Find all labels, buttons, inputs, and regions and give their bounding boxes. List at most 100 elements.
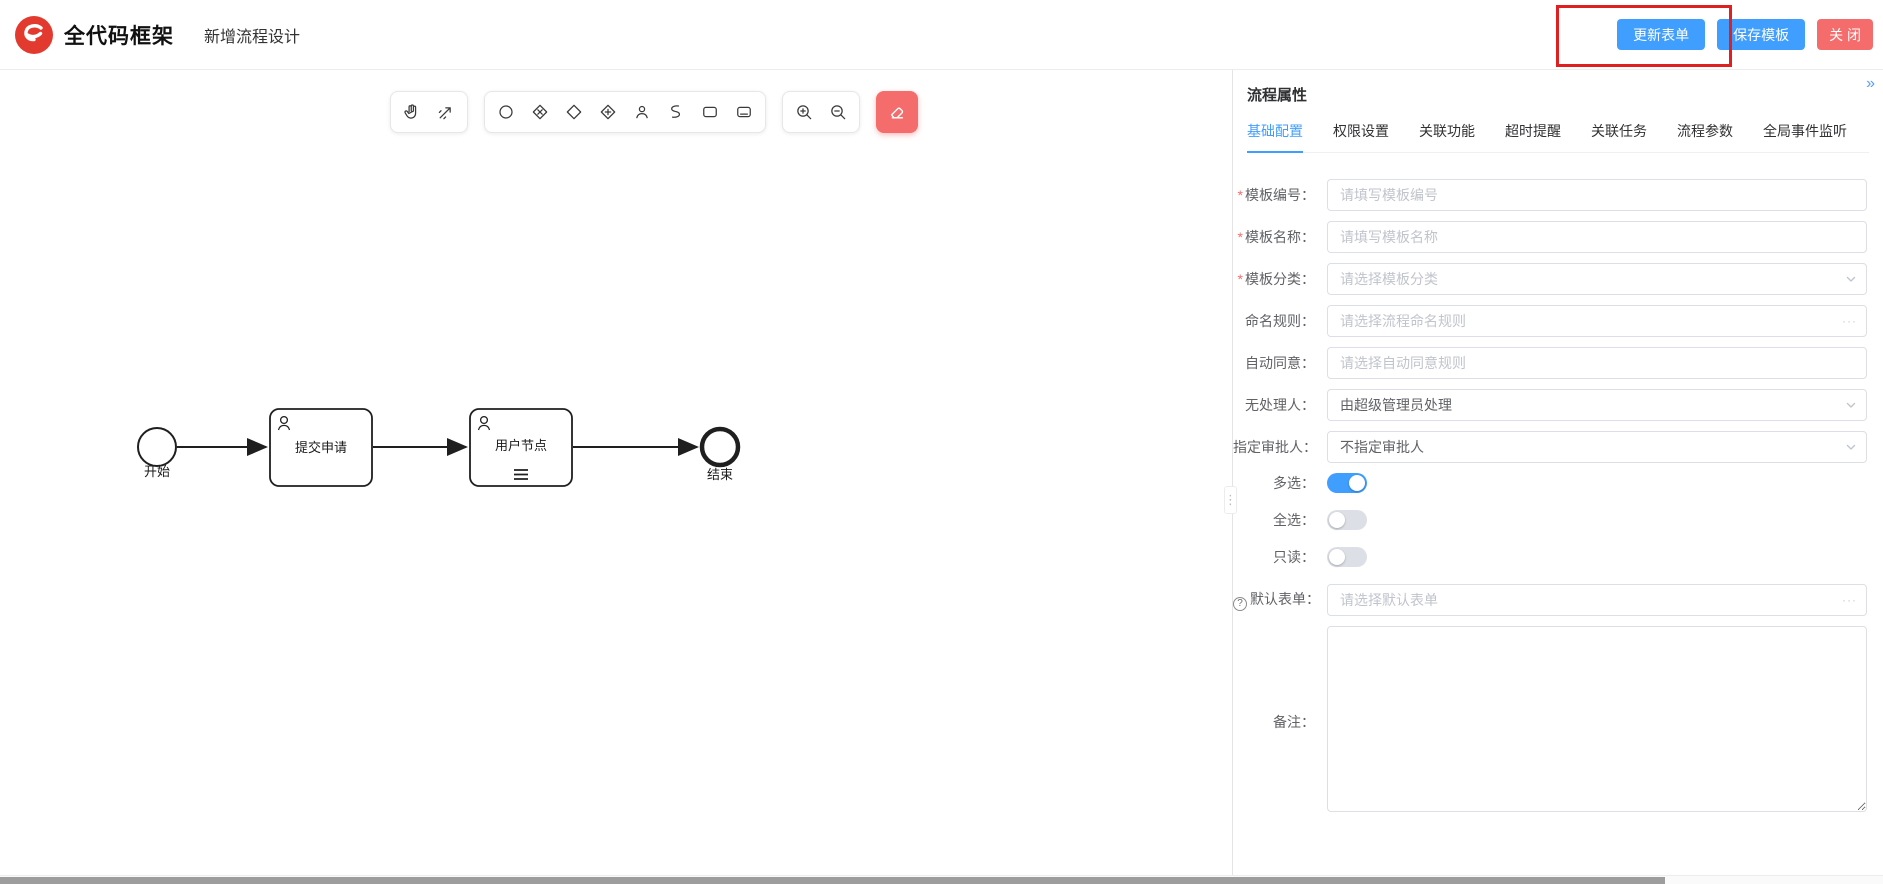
circle-icon bbox=[499, 105, 513, 119]
select-value: 由超级管理员处理 bbox=[1340, 397, 1452, 413]
user-task-node[interactable]: 提交申请 bbox=[269, 408, 373, 487]
template-category-label: *模板分类： bbox=[1237, 271, 1315, 287]
horizontal-scrollbar bbox=[0, 875, 1883, 884]
user-icon bbox=[636, 105, 648, 119]
properties-panel: » 流程属性 基础配置 权限设置 关联功能 超时提醒 关联任务 流程参数 全局事… bbox=[1232, 70, 1883, 875]
switch-knob bbox=[1329, 512, 1345, 528]
multi-select-switch[interactable] bbox=[1327, 473, 1367, 493]
readonly-label: 只读： bbox=[1273, 549, 1315, 565]
no-handler-select[interactable]: 由超级管理员处理 bbox=[1327, 389, 1867, 421]
user-task-icon bbox=[477, 415, 491, 431]
help-icon: ? bbox=[1233, 596, 1247, 611]
script-icon bbox=[671, 105, 681, 118]
template-name-label: *模板名称： bbox=[1237, 229, 1315, 245]
template-name-input[interactable] bbox=[1327, 221, 1867, 253]
required-mark: * bbox=[1237, 229, 1243, 245]
subprocess-tool-button[interactable] bbox=[730, 97, 758, 127]
template-category-select[interactable]: 请选择模板分类 bbox=[1327, 263, 1867, 295]
toolbar-group-zoom bbox=[782, 91, 860, 133]
brand-logo-icon bbox=[15, 15, 53, 54]
exclusive-gateway-tool-button[interactable] bbox=[526, 97, 554, 127]
zoom-in-icon bbox=[797, 105, 812, 120]
chevron-down-icon bbox=[1846, 444, 1856, 450]
required-mark: * bbox=[1237, 187, 1243, 203]
tab-related-functions[interactable]: 关联功能 bbox=[1419, 123, 1475, 139]
update-form-button[interactable]: 更新表单 bbox=[1617, 19, 1706, 50]
remark-textarea[interactable] bbox=[1327, 626, 1867, 812]
zoom-in-button[interactable] bbox=[790, 97, 818, 127]
naming-rule-input[interactable] bbox=[1327, 305, 1867, 337]
node-label: 用户节点 bbox=[495, 438, 547, 453]
naming-rule-label: 命名规则： bbox=[1245, 313, 1315, 329]
subprocess-icon bbox=[737, 106, 751, 118]
hand-icon bbox=[404, 104, 417, 119]
template-code-label: *模板编号： bbox=[1237, 187, 1315, 203]
tab-timeout-reminder[interactable]: 超时提醒 bbox=[1505, 123, 1561, 139]
parallel-gateway-tool-button[interactable] bbox=[594, 97, 622, 127]
horizontal-scrollbar-thumb[interactable] bbox=[0, 877, 1665, 884]
x-gateway-icon bbox=[532, 104, 548, 120]
user-task-icon bbox=[277, 415, 291, 431]
assigned-approver-select[interactable]: 不指定审批人 bbox=[1327, 431, 1867, 463]
tab-global-event-listener[interactable]: 全局事件监听 bbox=[1763, 123, 1847, 139]
page-title: 新增流程设计 bbox=[204, 28, 301, 46]
connect-icon bbox=[438, 107, 451, 120]
switch-knob bbox=[1349, 475, 1365, 491]
script-task-tool-button[interactable] bbox=[662, 97, 690, 127]
node-label: 开始 bbox=[144, 464, 170, 479]
template-code-input[interactable] bbox=[1327, 179, 1867, 211]
hand-tool-button[interactable] bbox=[398, 97, 426, 127]
select-all-switch[interactable] bbox=[1327, 510, 1367, 530]
tab-basic-config[interactable]: 基础配置 bbox=[1247, 121, 1303, 153]
save-template-button[interactable]: 保存模板 bbox=[1717, 19, 1806, 50]
tab-permission-settings[interactable]: 权限设置 bbox=[1333, 123, 1389, 139]
panel-resize-handle[interactable]: ⋮ bbox=[1224, 486, 1237, 514]
default-form-label: ?默认表单： bbox=[1233, 589, 1327, 611]
canvas-toolbar bbox=[390, 91, 918, 133]
node-label: 结束 bbox=[707, 467, 733, 482]
task-rect-icon bbox=[703, 106, 717, 118]
gateway-tool-button[interactable] bbox=[560, 97, 588, 127]
auto-agree-input[interactable] bbox=[1327, 347, 1867, 379]
multi-instance-marker-icon bbox=[514, 469, 528, 480]
brand-name: 全代码框架 bbox=[64, 24, 174, 48]
toolbar-group-elements bbox=[484, 91, 766, 133]
user-task-tool-button[interactable] bbox=[628, 97, 656, 127]
header-bar: 全代码框架 新增流程设计 更新表单 保存模板 关 闭 bbox=[0, 0, 1883, 70]
clear-canvas-button[interactable] bbox=[876, 91, 918, 133]
collapse-panel-icon[interactable]: » bbox=[1866, 75, 1875, 92]
node-label: 提交申请 bbox=[295, 440, 347, 455]
end-event-node[interactable]: 结束 bbox=[699, 426, 741, 482]
close-button[interactable]: 关 闭 bbox=[1817, 19, 1873, 50]
basic-config-form: *模板编号： *模板名称： *模板分类： 请选择模板分类 bbox=[1233, 179, 1883, 817]
connect-tool-button[interactable] bbox=[432, 97, 460, 127]
select-value: 不指定审批人 bbox=[1340, 439, 1424, 455]
eraser-icon bbox=[890, 107, 904, 119]
chevron-down-icon bbox=[1846, 402, 1856, 408]
diamond-icon bbox=[566, 104, 582, 120]
tab-related-tasks[interactable]: 关联任务 bbox=[1591, 123, 1647, 139]
chevron-down-icon bbox=[1846, 276, 1856, 282]
required-mark: * bbox=[1237, 271, 1243, 287]
multi-select-label: 多选： bbox=[1273, 475, 1315, 491]
start-event-node[interactable]: 开始 bbox=[137, 427, 177, 479]
zoom-out-icon bbox=[831, 105, 846, 120]
readonly-switch[interactable] bbox=[1327, 547, 1367, 567]
toolbar-group-navigation bbox=[390, 91, 468, 133]
select-placeholder: 请选择模板分类 bbox=[1340, 271, 1438, 287]
task-tool-button[interactable] bbox=[696, 97, 724, 127]
assigned-approver-label: 指定审批人： bbox=[1233, 439, 1317, 455]
flow-canvas[interactable]: 开始 提交申请 用户节点 结束 bbox=[0, 70, 1232, 875]
remark-label: 备注： bbox=[1273, 713, 1315, 730]
zoom-out-button[interactable] bbox=[824, 97, 852, 127]
switch-knob bbox=[1329, 549, 1345, 565]
default-form-input[interactable] bbox=[1327, 584, 1867, 616]
select-all-label: 全选： bbox=[1273, 512, 1315, 528]
auto-agree-label: 自动同意： bbox=[1245, 355, 1315, 371]
start-event-tool-button[interactable] bbox=[492, 97, 520, 127]
tab-process-params[interactable]: 流程参数 bbox=[1677, 123, 1733, 139]
no-handler-label: 无处理人： bbox=[1245, 397, 1315, 413]
user-task-node[interactable]: 用户节点 bbox=[469, 408, 573, 487]
panel-tabs: 基础配置 权限设置 关联功能 超时提醒 关联任务 流程参数 全局事件监听 bbox=[1247, 121, 1869, 153]
